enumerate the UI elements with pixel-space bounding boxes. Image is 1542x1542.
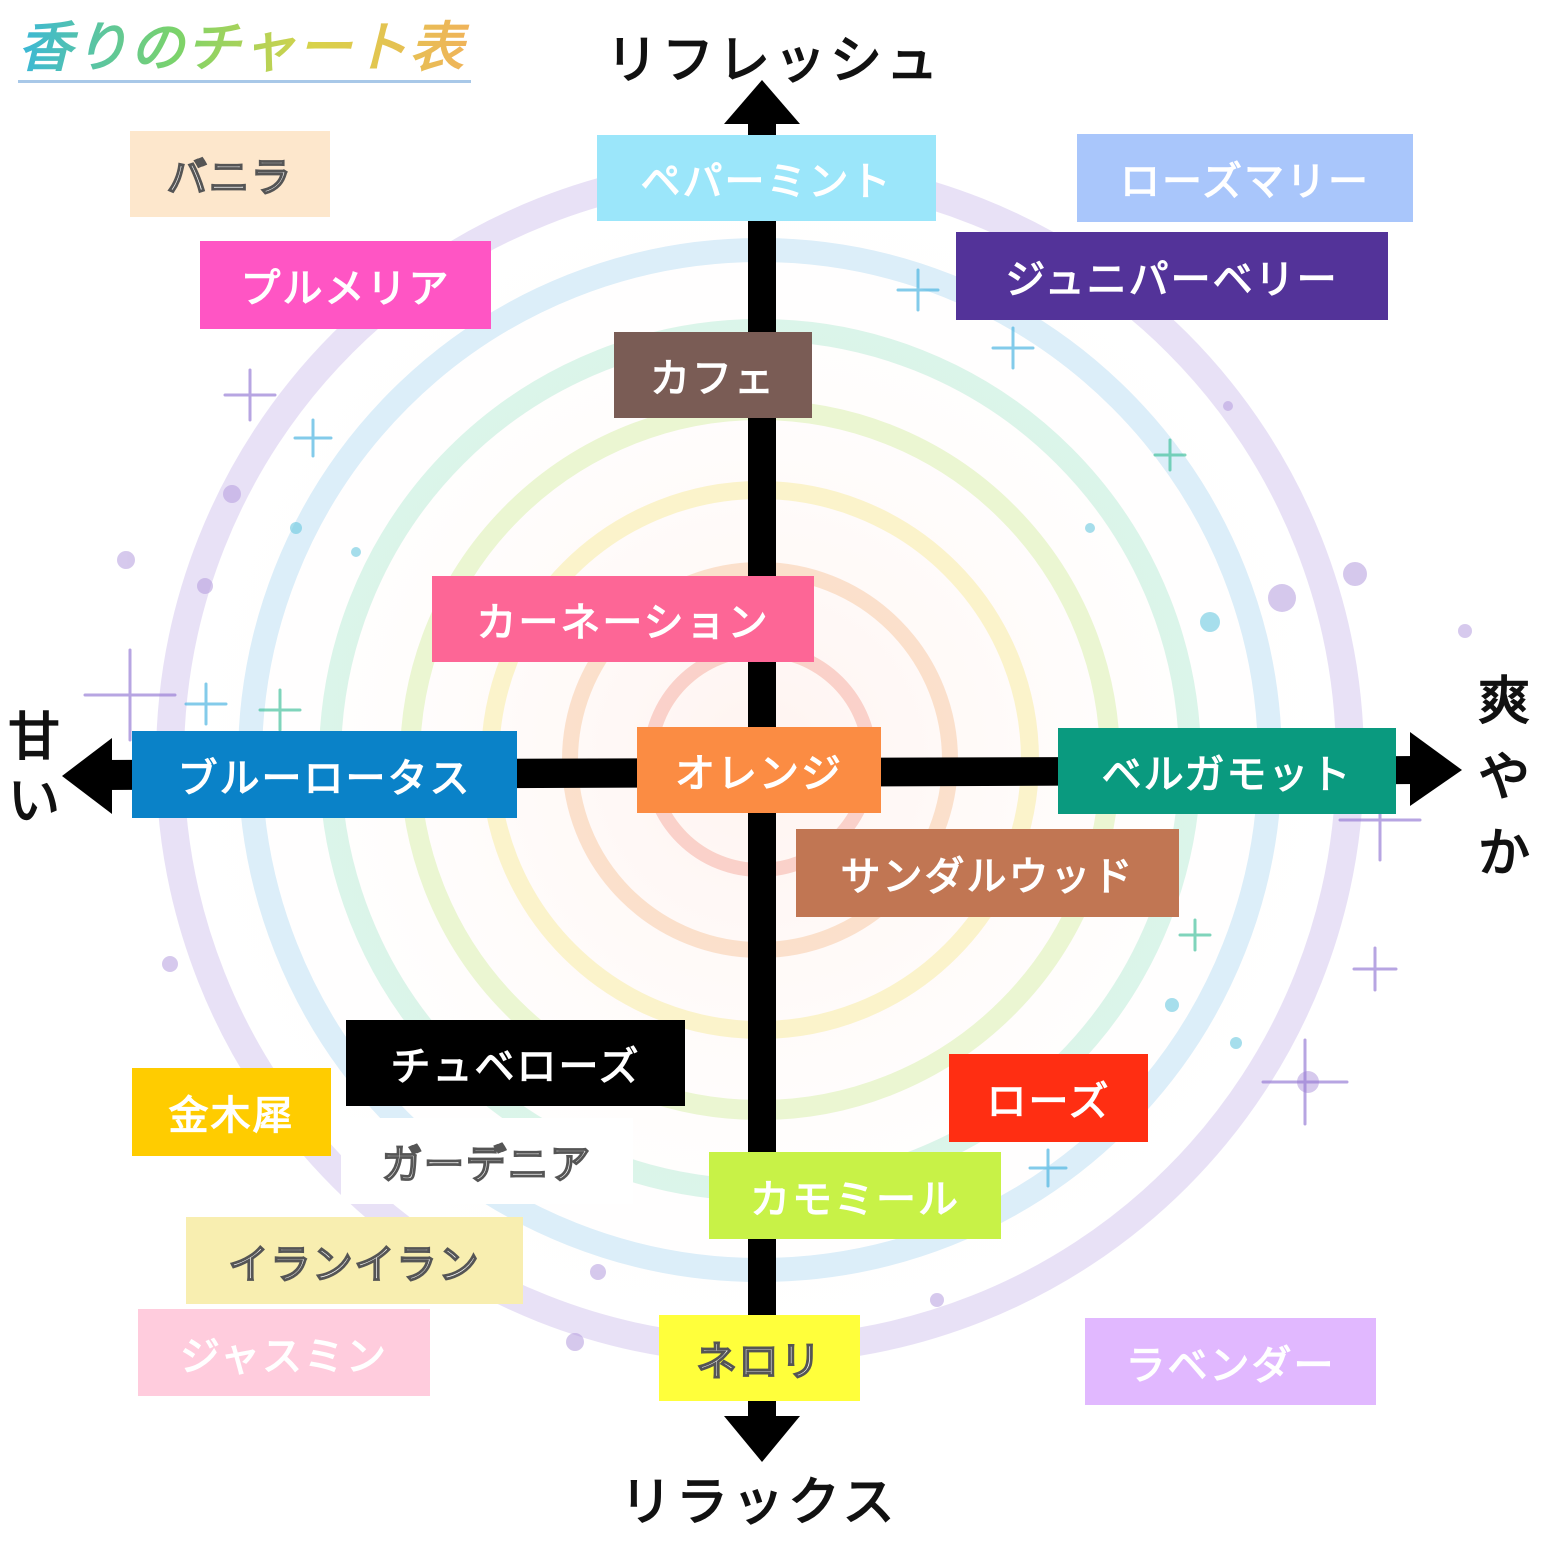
right-arrowhead <box>1410 732 1462 806</box>
tag-rose: ローズ <box>949 1054 1148 1142</box>
tag-peppermint: ペパーミント <box>597 135 936 221</box>
tag-tuberose: チュベローズ <box>346 1020 685 1106</box>
tag-cafe: カフェ <box>614 332 812 418</box>
tag-juniperberry: ジュニパーベリー <box>956 232 1388 320</box>
axis-label-relax: リラックス <box>620 1472 899 1533</box>
tag-bergamot: ベルガモット <box>1058 728 1396 814</box>
chart-title: 香りのチャート表 <box>18 14 472 83</box>
tag-ylangylang: イランイラン <box>186 1217 523 1304</box>
tag-sandalwood: サンダルウッド <box>796 829 1179 917</box>
tag-kinmokusei: 金木犀 <box>132 1068 331 1156</box>
axis-label-fresh: 爽やか <box>1477 671 1530 884</box>
tag-rosemary: ローズマリー <box>1077 134 1413 222</box>
tag-chamomile: カモミール <box>709 1152 1001 1239</box>
down-arrowhead <box>724 1416 800 1462</box>
tag-carnation: カーネーション <box>432 576 814 662</box>
tag-orange: オレンジ <box>637 727 881 813</box>
tag-neroli: ネロリ <box>659 1315 860 1401</box>
left-arrowhead <box>62 738 112 814</box>
tag-vanilla: バニラ <box>130 131 330 217</box>
tag-gardenia: ガーデニア <box>341 1118 633 1204</box>
up-arrowhead <box>724 80 800 124</box>
axis-label-refresh: リフレッシュ <box>606 30 943 91</box>
tag-lavender: ラベンダー <box>1085 1318 1376 1405</box>
tag-plumeria: プルメリア <box>200 241 491 329</box>
tag-jasmine: ジャスミン <box>138 1309 430 1396</box>
tag-bluelotus: ブルーロータス <box>132 731 517 818</box>
axis-label-sweet: 甘い <box>7 707 60 832</box>
